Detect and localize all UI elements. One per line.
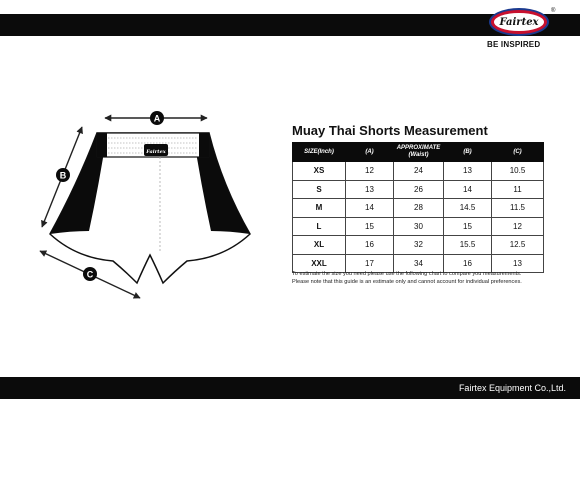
label-b-badge [56, 168, 70, 182]
header-a: (A) [345, 142, 394, 162]
waistband-logo-patch [144, 144, 168, 156]
cell-waist: 30 [393, 216, 444, 236]
note-line-1: To estimate the size you need please use… [292, 271, 522, 277]
cell-b: 13 [443, 161, 492, 181]
table-row: L 15 30 15 12 [292, 216, 544, 236]
cell-c: 13 [491, 253, 544, 273]
cell-b: 14 [443, 179, 492, 199]
waistband-logo-text: Fairtex [145, 149, 167, 155]
footer-company: Fairtex Equipment Co.,Ltd. [458, 383, 566, 393]
table-row: XL 16 32 15.5 12.5 [292, 235, 544, 255]
header-b: (B) [443, 142, 492, 162]
cell-c: 12 [491, 216, 544, 236]
label-b: B [60, 171, 67, 181]
cell-a: 14 [345, 198, 394, 218]
logo-text: Fairtex [494, 13, 544, 31]
label-c-badge [83, 267, 97, 281]
cell-waist: 28 [393, 198, 444, 218]
table-header-row: SIZE(Inch) (A) APPROXIMATE (Waist) (B) (… [292, 142, 544, 162]
cell-a: 12 [345, 161, 394, 181]
cell-b: 15 [443, 216, 492, 236]
waistband-left-band [97, 133, 107, 157]
cell-a: 15 [345, 216, 394, 236]
footer-banner [0, 377, 580, 399]
fairtex-logo: Fairtex [489, 8, 549, 36]
cell-size: XL [292, 235, 346, 255]
waistband-right-band [199, 133, 209, 157]
table-row: S 13 26 14 11 [292, 179, 544, 199]
label-a: A [154, 114, 161, 124]
header-approx-line1: APPROXIMATE [396, 145, 441, 151]
size-chart-table: SIZE(Inch) (A) APPROXIMATE (Waist) (B) (… [292, 142, 544, 273]
cell-c: 10.5 [491, 161, 544, 181]
label-a-badge [150, 111, 164, 125]
chart-title: Muay Thai Shorts Measurement [292, 123, 488, 138]
label-c: C [87, 270, 94, 280]
note-line-2: Please note that this guide is an estima… [292, 279, 522, 285]
cell-size: S [292, 179, 346, 199]
cell-c: 12.5 [491, 235, 544, 255]
size-guide-note: To estimate the size you need please use… [292, 270, 522, 286]
shorts-diagram: Fairtex A B C [39, 111, 251, 299]
right-side-panel [193, 133, 250, 234]
top-banner [0, 14, 580, 36]
cell-a: 13 [345, 179, 394, 199]
cell-size: M [292, 198, 346, 218]
cell-waist: 32 [393, 235, 444, 255]
table-row: M 14 28 14.5 11.5 [292, 198, 544, 218]
cell-a: 17 [345, 253, 394, 273]
registered-mark-icon: ® [551, 8, 556, 14]
cell-b: 15.5 [443, 235, 492, 255]
table-row: XS 12 24 13 10.5 [292, 161, 544, 181]
header-size: SIZE(Inch) [292, 142, 346, 162]
table-row: XXL 17 34 16 13 [292, 253, 544, 273]
cell-waist: 26 [393, 179, 444, 199]
cell-size: L [292, 216, 346, 236]
cell-c: 11.5 [491, 198, 544, 218]
header-approx-waist: APPROXIMATE (Waist) [393, 142, 444, 162]
cell-c: 11 [491, 179, 544, 199]
header-approx-line2: (Waist) [408, 152, 429, 158]
cell-b: 14.5 [443, 198, 492, 218]
brand-tagline: BE INSPIRED [487, 40, 541, 49]
cell-size: XS [292, 161, 346, 181]
cell-a: 16 [345, 235, 394, 255]
cell-waist: 24 [393, 161, 444, 181]
header-c: (C) [491, 142, 544, 162]
